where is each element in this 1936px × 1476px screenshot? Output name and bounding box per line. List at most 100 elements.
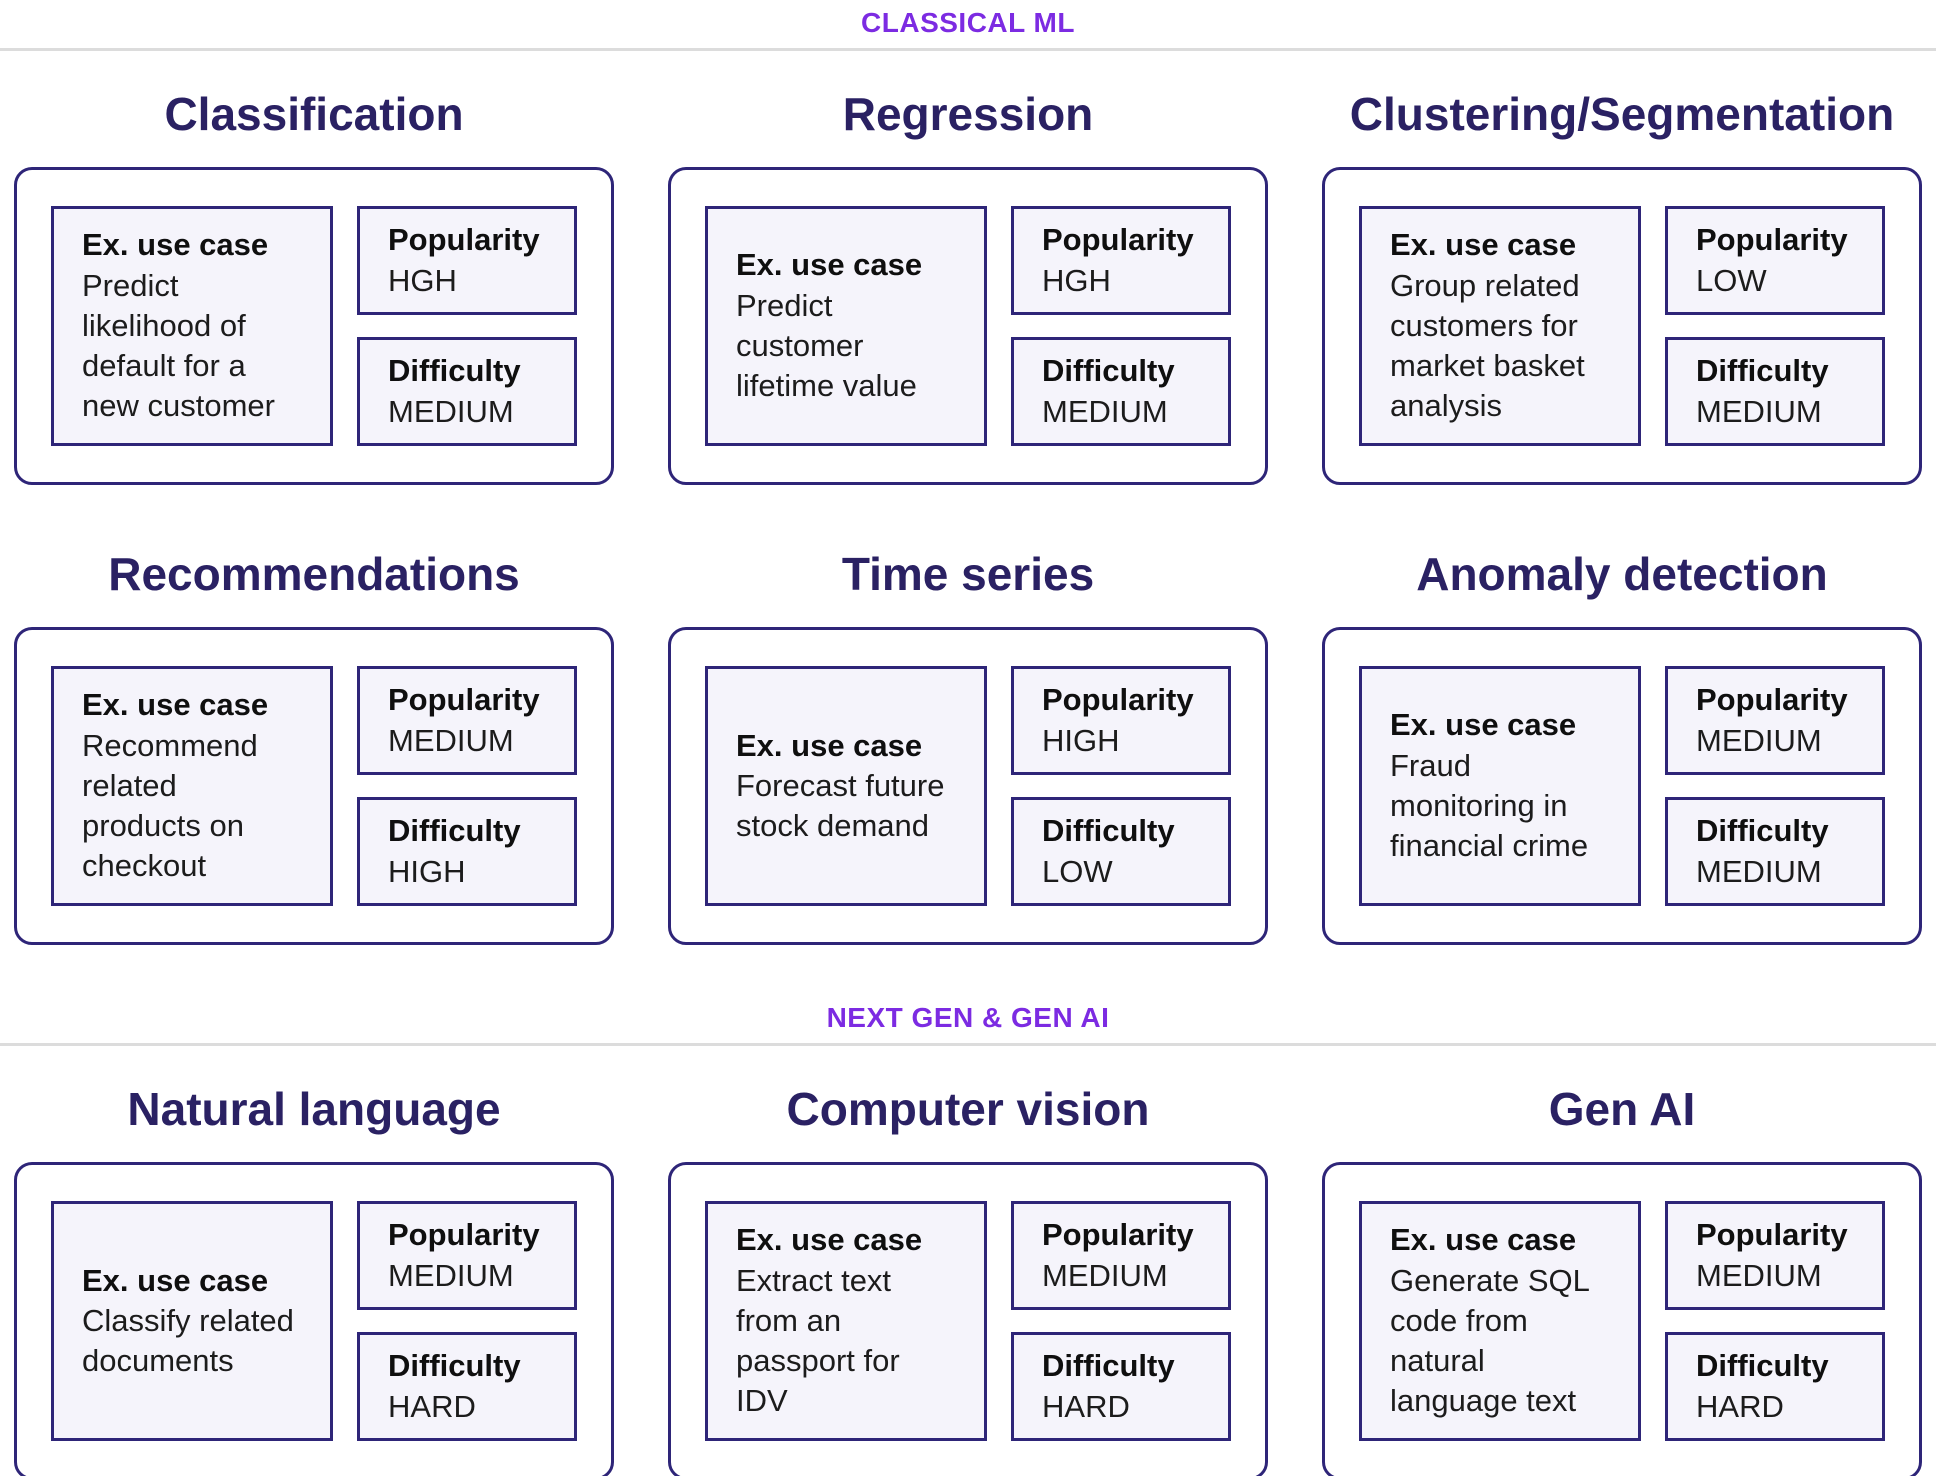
- use-case-box: Ex. use case Predict likelihood of defau…: [51, 206, 333, 446]
- popularity-box: Popularity LOW: [1665, 206, 1885, 315]
- difficulty-label: Difficulty: [1696, 353, 1829, 389]
- difficulty-label: Difficulty: [1696, 1348, 1829, 1384]
- popularity-value: HGH: [388, 262, 457, 298]
- difficulty-box: Difficulty HARD: [357, 1332, 577, 1441]
- difficulty-label: Difficulty: [1042, 1348, 1175, 1384]
- use-case-box: Ex. use case Classify related documents: [51, 1201, 333, 1441]
- stats-column: Popularity HGH Difficulty MEDIUM: [357, 206, 577, 446]
- category-card: Ex. use case Generate SQL code from natu…: [1322, 1162, 1922, 1476]
- difficulty-box: Difficulty MEDIUM: [1665, 337, 1885, 446]
- popularity-box: Popularity MEDIUM: [1665, 666, 1885, 775]
- popularity-box: Popularity MEDIUM: [1011, 1201, 1231, 1310]
- use-case-text: Generate SQL code from natural language …: [1390, 1262, 1589, 1419]
- popularity-value: MEDIUM: [1696, 1257, 1822, 1293]
- difficulty-box: Difficulty HIGH: [357, 797, 577, 906]
- popularity-value: MEDIUM: [388, 1257, 514, 1293]
- category-group-anomaly-detection: Anomaly detection Ex. use case Fraud mon…: [1322, 485, 1922, 945]
- use-case-text: Predict customer lifetime value: [736, 287, 917, 404]
- use-case-box: Ex. use case Forecast future stock deman…: [705, 666, 987, 906]
- difficulty-value: MEDIUM: [1696, 853, 1822, 889]
- category-card: Ex. use case Extract text from an passpo…: [668, 1162, 1268, 1476]
- use-case-box: Ex. use case Predict customer lifetime v…: [705, 206, 987, 446]
- stats-column: Popularity HGH Difficulty MEDIUM: [1011, 206, 1231, 446]
- popularity-box: Popularity HGH: [1011, 206, 1231, 315]
- category-title: Regression: [842, 88, 1094, 140]
- popularity-box: Popularity HIGH: [1011, 666, 1231, 775]
- category-group-time-series: Time series Ex. use case Forecast future…: [668, 485, 1268, 945]
- difficulty-box: Difficulty LOW: [1011, 797, 1231, 906]
- difficulty-label: Difficulty: [1042, 813, 1175, 849]
- difficulty-value: MEDIUM: [1696, 393, 1822, 429]
- use-case-text: Classify related documents: [82, 1302, 294, 1379]
- category-title: Gen AI: [1548, 1083, 1696, 1135]
- category-card: Ex. use case Fraud monitoring in financi…: [1322, 627, 1922, 945]
- category-title: Recommendations: [108, 548, 520, 600]
- difficulty-label: Difficulty: [388, 353, 521, 389]
- popularity-label: Popularity: [1042, 222, 1194, 258]
- popularity-label: Popularity: [1042, 1217, 1194, 1253]
- popularity-value: HGH: [1042, 262, 1111, 298]
- difficulty-value: HARD: [1696, 1388, 1784, 1424]
- category-title: Clustering/Segmentation: [1349, 88, 1895, 140]
- popularity-box: Popularity MEDIUM: [1665, 1201, 1885, 1310]
- difficulty-box: Difficulty MEDIUM: [1011, 337, 1231, 446]
- stats-column: Popularity MEDIUM Difficulty HARD: [357, 1201, 577, 1441]
- stats-column: Popularity MEDIUM Difficulty HIGH: [357, 666, 577, 906]
- category-card: Ex. use case Group related customers for…: [1322, 167, 1922, 485]
- popularity-label: Popularity: [1042, 682, 1194, 718]
- difficulty-value: HIGH: [388, 853, 466, 889]
- popularity-value: MEDIUM: [388, 722, 514, 758]
- use-case-box: Ex. use case Group related customers for…: [1359, 206, 1641, 446]
- category-group-natural-language: Natural language Ex. use case Classify r…: [14, 1046, 614, 1476]
- popularity-label: Popularity: [388, 222, 540, 258]
- difficulty-value: LOW: [1042, 853, 1113, 889]
- stats-column: Popularity MEDIUM Difficulty MEDIUM: [1665, 666, 1885, 906]
- popularity-label: Popularity: [388, 682, 540, 718]
- popularity-label: Popularity: [1696, 682, 1848, 718]
- category-title: Classification: [164, 88, 464, 140]
- use-case-box: Ex. use case Generate SQL code from natu…: [1359, 1201, 1641, 1441]
- difficulty-label: Difficulty: [388, 1348, 521, 1384]
- classical-ml-row-1: Classification Ex. use case Predict like…: [14, 51, 1922, 485]
- use-case-label: Ex. use case: [736, 727, 923, 763]
- category-title: Computer vision: [786, 1083, 1150, 1135]
- section-header-classical-ml: CLASSICAL ML: [861, 7, 1075, 38]
- category-card: Ex. use case Predict likelihood of defau…: [14, 167, 614, 485]
- category-group-computer-vision: Computer vision Ex. use case Extract tex…: [668, 1046, 1268, 1476]
- stats-column: Popularity MEDIUM Difficulty HARD: [1011, 1201, 1231, 1441]
- category-card: Ex. use case Recommend related products …: [14, 627, 614, 945]
- category-card: Ex. use case Classify related documents …: [14, 1162, 614, 1476]
- category-title: Anomaly detection: [1416, 548, 1828, 600]
- category-group-classification: Classification Ex. use case Predict like…: [14, 51, 614, 485]
- use-case-text: Predict likelihood of default for a new …: [82, 267, 275, 424]
- category-card: Ex. use case Forecast future stock deman…: [668, 627, 1268, 945]
- difficulty-box: Difficulty MEDIUM: [1665, 797, 1885, 906]
- category-group-clustering-segmentation: Clustering/Segmentation Ex. use case Gro…: [1322, 51, 1922, 485]
- use-case-text: Fraud monitoring in financial crime: [1390, 747, 1589, 864]
- popularity-box: Popularity HGH: [357, 206, 577, 315]
- use-case-label: Ex. use case: [82, 1262, 269, 1298]
- category-group-recommendations: Recommendations Ex. use case Recommend r…: [14, 485, 614, 945]
- classical-ml-row-2: Recommendations Ex. use case Recommend r…: [14, 485, 1922, 945]
- difficulty-label: Difficulty: [388, 813, 521, 849]
- difficulty-value: MEDIUM: [388, 393, 514, 429]
- stats-column: Popularity MEDIUM Difficulty HARD: [1665, 1201, 1885, 1441]
- use-case-text: Forecast future stock demand: [736, 767, 945, 844]
- next-gen-row: Natural language Ex. use case Classify r…: [14, 1046, 1922, 1476]
- section-header-next-gen-ai: NEXT GEN & GEN AI: [826, 1002, 1110, 1033]
- popularity-box: Popularity MEDIUM: [357, 1201, 577, 1310]
- use-case-label: Ex. use case: [82, 687, 269, 723]
- category-group-regression: Regression Ex. use case Predict customer…: [668, 51, 1268, 485]
- category-title: Time series: [841, 548, 1095, 600]
- category-card: Ex. use case Predict customer lifetime v…: [668, 167, 1268, 485]
- category-group-gen-ai: Gen AI Ex. use case Generate SQL code fr…: [1322, 1046, 1922, 1476]
- popularity-label: Popularity: [1696, 222, 1848, 258]
- popularity-label: Popularity: [1696, 1217, 1848, 1253]
- use-case-box: Ex. use case Fraud monitoring in financi…: [1359, 666, 1641, 906]
- difficulty-box: Difficulty MEDIUM: [357, 337, 577, 446]
- use-case-label: Ex. use case: [82, 227, 269, 263]
- difficulty-value: MEDIUM: [1042, 393, 1168, 429]
- popularity-value: MEDIUM: [1042, 1257, 1168, 1293]
- use-case-label: Ex. use case: [736, 247, 923, 283]
